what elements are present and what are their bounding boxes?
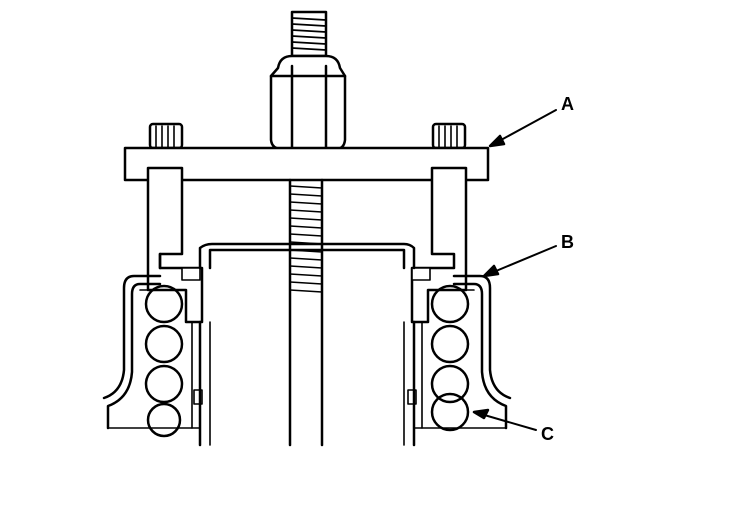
- right-bolt-head: [431, 122, 467, 150]
- callout-label-a: A: [561, 94, 574, 114]
- left-bearing-rollers: [139, 284, 193, 438]
- callout-label-b: B: [561, 232, 574, 252]
- callout-label-c: C: [541, 424, 554, 444]
- puller-crossbar: [123, 146, 490, 182]
- right-puller-leg: [410, 166, 468, 324]
- left-bolt-head: [148, 122, 184, 150]
- callout-leaders: [472, 109, 557, 431]
- left-puller-leg: [146, 166, 204, 324]
- inner-sleeve: [193, 242, 417, 447]
- hex-nut: [269, 54, 347, 151]
- threaded-rod: [288, 178, 324, 447]
- bearing-rollers: [421, 284, 475, 432]
- left-race-housing: [102, 274, 201, 430]
- threaded-stud-top: [290, 10, 328, 58]
